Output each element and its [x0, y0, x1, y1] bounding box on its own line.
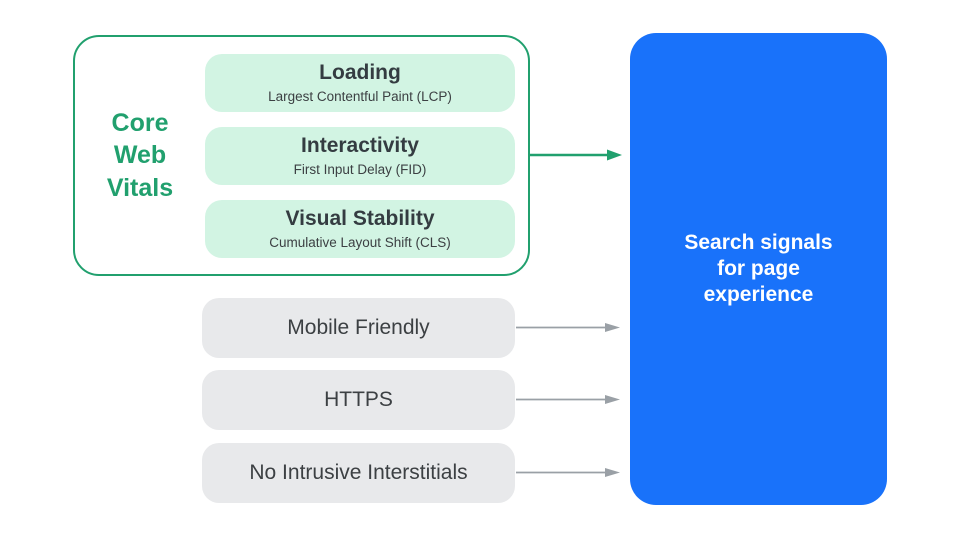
arrow-right-gray-icon — [516, 395, 620, 404]
search-signals-text: Search signals for page experience — [684, 230, 832, 308]
vital-title: Interactivity — [301, 134, 419, 158]
core-web-vitals-label-text: Core Web Vitals — [106, 108, 174, 202]
search-signals-line-3: experience — [703, 283, 814, 306]
core-web-vitals-items: Loading Largest Contentful Paint (LCP) I… — [205, 37, 528, 274]
vital-subtitle: Cumulative Layout Shift (CLS) — [269, 234, 451, 250]
vital-box-visual-stability: Visual Stability Cumulative Layout Shift… — [205, 199, 515, 258]
vital-subtitle: Largest Contentful Paint (LCP) — [268, 88, 452, 104]
search-signals-result-box: Search signals for page experience — [630, 33, 887, 505]
vital-box-interactivity: Interactivity First Input Delay (FID) — [205, 126, 515, 185]
search-signals-line-2: for page — [717, 257, 800, 280]
vital-box-loading: Loading Largest Contentful Paint (LCP) — [205, 53, 515, 112]
vital-subtitle: First Input Delay (FID) — [293, 161, 427, 177]
vital-title: Visual Stability — [285, 207, 435, 231]
search-signals-line-1: Search signals — [684, 231, 833, 254]
core-web-vitals-label: Core Web Vitals — [75, 37, 205, 274]
signal-box-mobile-friendly: Mobile Friendly — [202, 298, 515, 358]
arrow-right-gray-icon — [516, 468, 620, 477]
arrow-right-green-icon — [529, 149, 622, 161]
signal-box-no-intrusive-interstitials: No Intrusive Interstitials — [202, 443, 515, 503]
arrow-right-gray-icon — [516, 323, 620, 332]
signal-box-https: HTTPS — [202, 370, 515, 430]
vital-title: Loading — [319, 61, 401, 85]
core-web-vitals-group: Core Web Vitals Loading Largest Contentf… — [73, 35, 530, 276]
